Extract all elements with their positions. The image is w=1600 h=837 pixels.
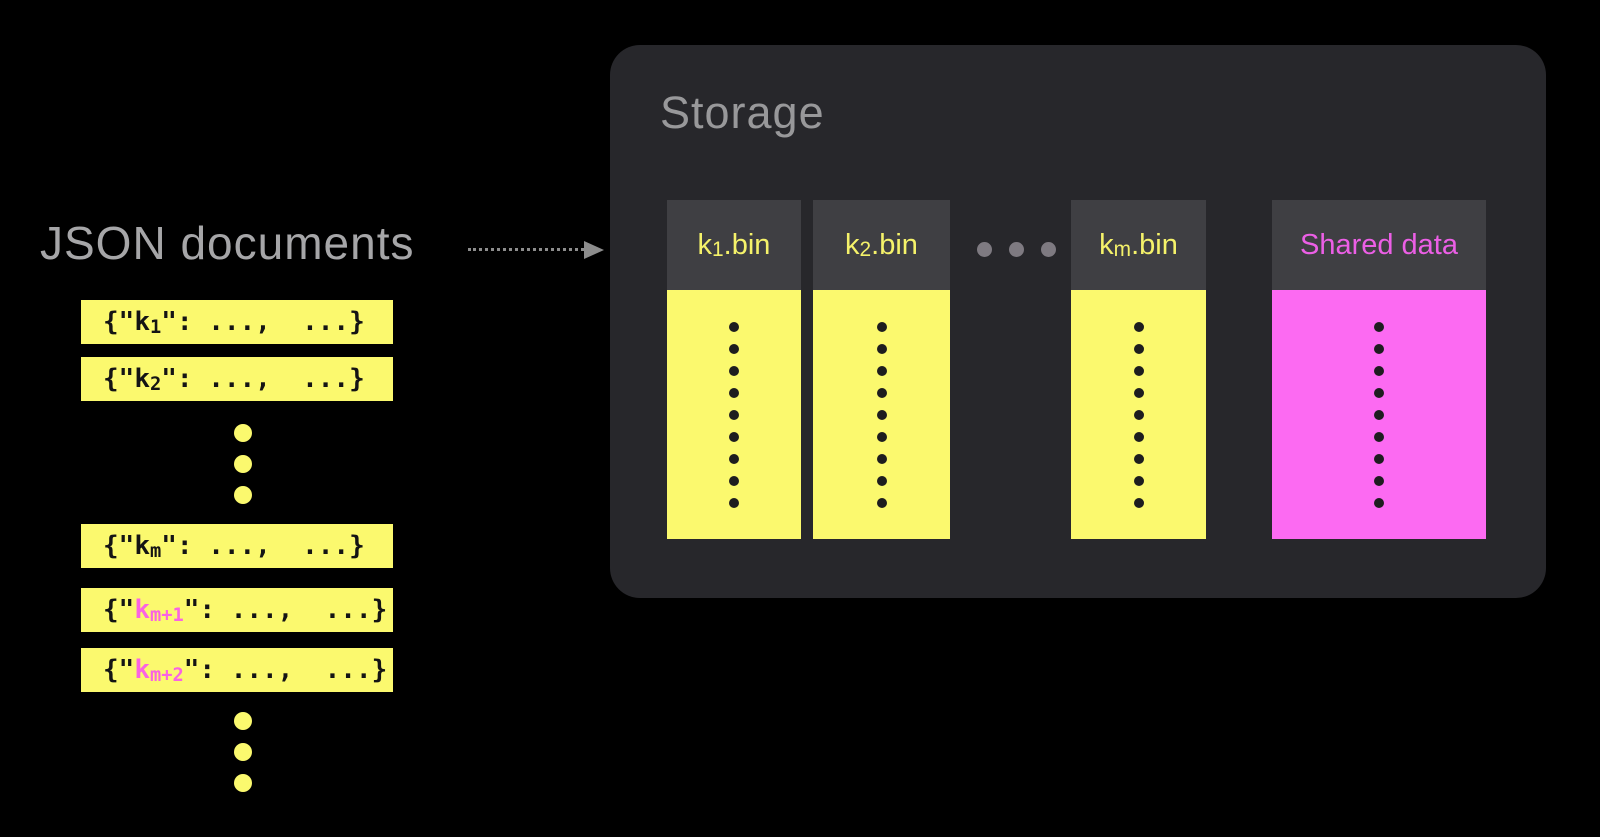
ellipsis-dot (234, 486, 252, 504)
column-body-k2bin (813, 290, 950, 539)
doc-row-text: {"km+1": ..., ...} (103, 595, 388, 626)
column-header-k1bin: k1.bin (667, 200, 801, 290)
ellipsis-dot (1041, 242, 1056, 257)
ellipsis-dot (234, 774, 252, 792)
storage-title: Storage (660, 87, 825, 138)
column-header-kmbin: km.bin (1071, 200, 1206, 290)
doc-row-k1: {"k1": ..., ...} (81, 300, 393, 344)
ellipsis-dot (977, 242, 992, 257)
column-body-kmbin (1071, 290, 1206, 539)
vertical-ellipsis-icon (234, 424, 252, 504)
column-label: k1.bin (697, 228, 771, 262)
doc-row-text: {"km": ..., ...} (103, 531, 365, 562)
dotted-arrow-line (468, 248, 584, 251)
doc-row-km: {"km": ..., ...} (81, 524, 393, 568)
doc-row-text: {"km+2": ..., ...} (103, 655, 388, 686)
ellipsis-dot (234, 455, 252, 473)
dotted-arrow-head-icon (584, 241, 604, 259)
column-body-k1bin (667, 290, 801, 539)
doc-row-km2: {"km+2": ..., ...} (81, 648, 393, 692)
ellipsis-dot (1009, 242, 1024, 257)
ellipsis-dot (234, 712, 252, 730)
column-label: km.bin (1099, 228, 1178, 262)
storage-panel: Storage k1.bin k2.bin km.bin (610, 45, 1546, 598)
json-documents-title: JSON documents (40, 217, 415, 269)
doc-row-text: {"k1": ..., ...} (103, 307, 365, 338)
horizontal-ellipsis-icon (977, 242, 1056, 257)
ellipsis-dot (234, 743, 252, 761)
column-body-shared-data (1272, 290, 1486, 539)
ellipsis-dot (234, 424, 252, 442)
doc-row-text: {"k2": ..., ...} (103, 364, 365, 395)
vertical-ellipsis-icon (234, 712, 252, 792)
doc-row-k2: {"k2": ..., ...} (81, 357, 393, 401)
column-label: k2.bin (845, 228, 918, 262)
column-label: Shared data (1299, 228, 1458, 261)
column-header-k2bin: k2.bin (813, 200, 950, 290)
doc-row-km1: {"km+1": ..., ...} (81, 588, 393, 632)
column-header-shared-data: Shared data (1272, 200, 1486, 290)
